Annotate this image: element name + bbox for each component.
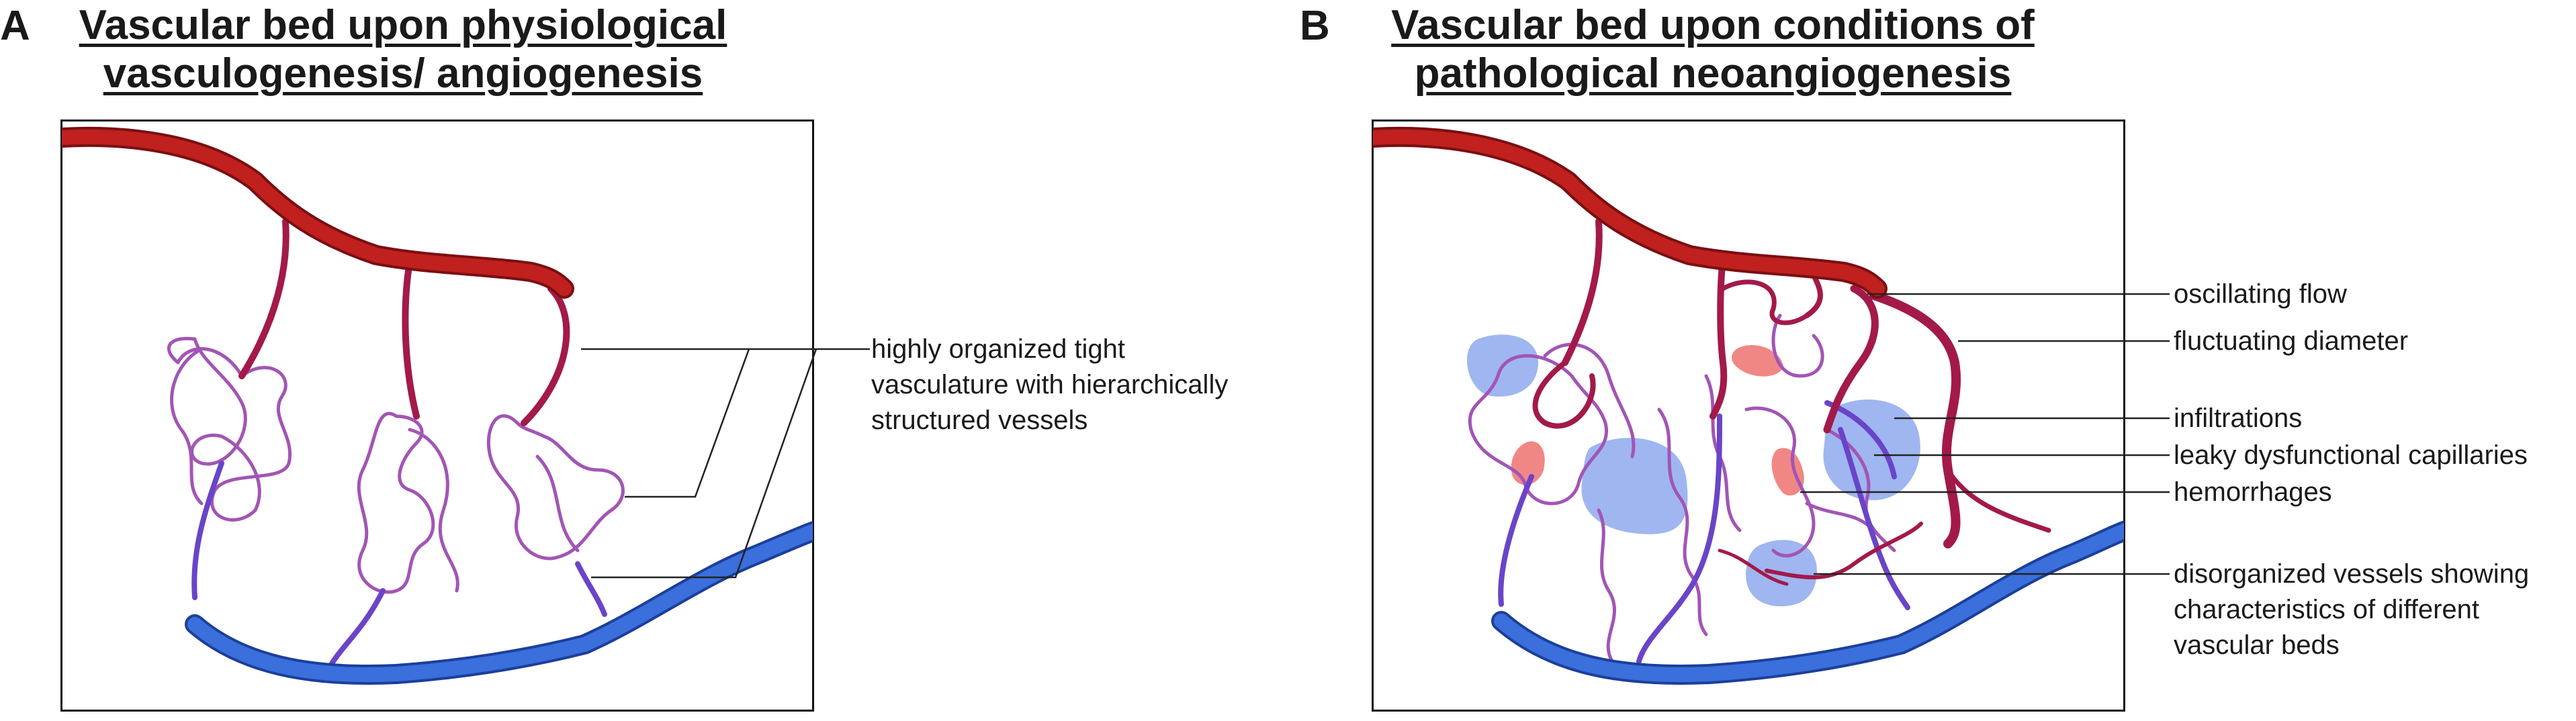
panel-a-annotation-line-2: vasculature with hierarchically — [871, 369, 1229, 399]
label-infiltrations: infiltrations — [2174, 401, 2302, 436]
panel-b-title-line-1: Vascular bed upon conditions of — [1391, 2, 2035, 48]
panel-a-title-line-1: Vascular bed upon physiological — [79, 2, 727, 48]
panel-b-vessels — [1373, 126, 2124, 685]
panel-a-capillary-network — [167, 336, 625, 594]
panel-b-venules — [1498, 400, 1910, 664]
label-disorganized-vessels-text-2: characteristics of different — [2174, 594, 2480, 624]
panel-b-title-line-2: pathological neoangiogenesis — [1414, 50, 2012, 97]
label-leaky-capillaries: leaky dysfunctional capillaries — [2174, 438, 2528, 473]
panel-a-leader-lines — [581, 348, 870, 579]
panel-b-letter: B — [1300, 3, 1330, 49]
panel-b-leader-lines — [1800, 293, 2170, 575]
label-fluctuating-diameter: fluctuating diameter — [2174, 324, 2408, 359]
panel-b-title: Vascular bed upon conditions of patholog… — [1323, 1, 2102, 98]
label-disorganized-vessels-text-3: vascular beds — [2174, 630, 2340, 660]
panel-a-title-line-2: vasculogenesis/ angiogenesis — [103, 50, 703, 97]
panel-a-annotation: highly organized tight vasculature with … — [871, 332, 1228, 438]
label-hemorrhages-text: hemorrhages — [2174, 477, 2332, 507]
label-oscillating-flow: oscillating flow — [2174, 277, 2347, 312]
label-disorganized-vessels-text-1: disorganized vessels showing — [2174, 559, 2530, 589]
label-fluctuating-diameter-text: fluctuating diameter — [2174, 326, 2409, 356]
panel-a-annotation-line-1: highly organized tight — [871, 334, 1126, 364]
panel-a-frame — [60, 119, 814, 712]
panel-b-vein — [1491, 520, 2124, 685]
panel-a-letter: A — [0, 3, 30, 49]
label-disorganized-vessels: disorganized vessels showing characteris… — [2174, 557, 2529, 663]
label-infiltrations-text: infiltrations — [2174, 403, 2303, 433]
label-hemorrhages: hemorrhages — [2174, 475, 2332, 510]
label-leaky-capillaries-text: leaky dysfunctional capillaries — [2174, 440, 2528, 470]
panel-a-vein — [185, 520, 813, 685]
panel-a-arterioles — [238, 218, 570, 426]
label-oscillating-flow-text: oscillating flow — [2174, 279, 2347, 309]
panel-b-artery — [1373, 126, 1887, 299]
panel-b-arterioles — [1532, 218, 2051, 586]
panel-b-hemorrhages — [1511, 345, 1804, 496]
panel-a-annotation-line-3: structured vessels — [871, 405, 1088, 435]
panel-a-venules — [191, 461, 607, 671]
panel-a-title: Vascular bed upon physiological vasculog… — [13, 1, 793, 98]
panel-a-artery — [62, 126, 574, 299]
panel-a-vessels — [62, 126, 813, 685]
